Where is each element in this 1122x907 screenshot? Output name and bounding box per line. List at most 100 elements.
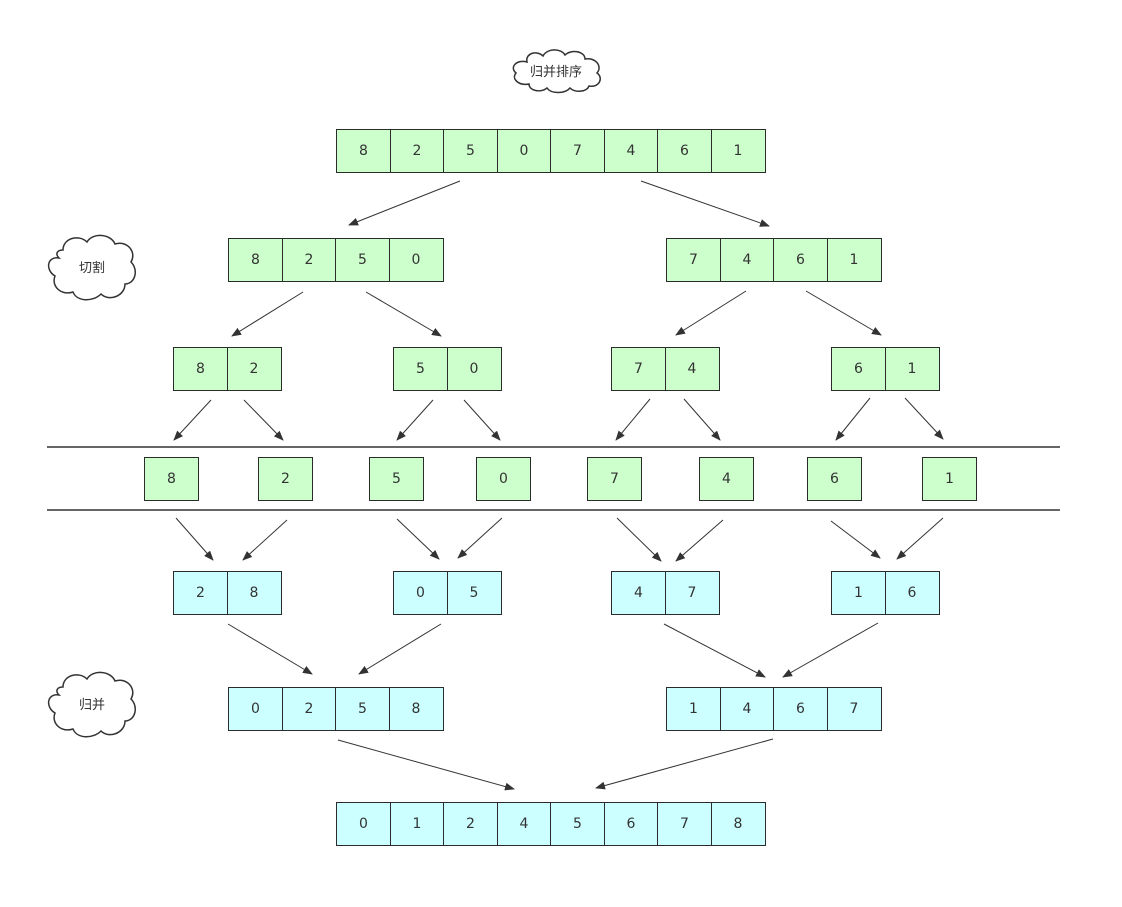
array-cell: 0 <box>446 347 502 391</box>
array-cell: 0 <box>393 571 448 615</box>
arrow-7 <box>243 399 284 441</box>
array-cell: 4 <box>496 802 552 846</box>
split-array-l3-g4: 7 <box>587 457 642 501</box>
array-cell: 5 <box>550 802 605 846</box>
array-cell: 7 <box>657 802 712 846</box>
array-cell: 1 <box>389 802 445 846</box>
arrow-17 <box>457 517 503 559</box>
array-cell: 2 <box>258 457 313 501</box>
title-label: 归并排序 <box>529 64 582 80</box>
array-cell: 4 <box>611 571 666 615</box>
array-cell: 5 <box>369 457 424 501</box>
array-cell: 2 <box>281 687 337 731</box>
arrow-3 <box>365 291 442 337</box>
merge-label: 归并 <box>78 697 105 713</box>
array-cell: 2 <box>226 347 282 391</box>
array-cell: 0 <box>388 238 444 282</box>
split-label: 切割 <box>78 260 105 276</box>
cloud-shape-icon <box>47 671 136 738</box>
array-cell: 6 <box>773 687 828 731</box>
array-cell: 7 <box>550 129 605 173</box>
arrow-19 <box>675 519 724 562</box>
arrow-24 <box>663 623 766 678</box>
array-cell: 2 <box>443 802 498 846</box>
array-cell: 1 <box>710 129 766 173</box>
arrow-1 <box>640 180 770 227</box>
title-cloud: 归并排序 <box>507 46 605 94</box>
arrow-5 <box>805 290 882 336</box>
arrow-16 <box>396 518 440 560</box>
arrow-11 <box>683 398 721 441</box>
arrow-26 <box>337 739 515 791</box>
arrow-13 <box>904 397 944 440</box>
array-cell: 8 <box>144 457 199 501</box>
array-cell: 6 <box>657 129 712 173</box>
array-cell: 5 <box>335 687 390 731</box>
split-array-l3-g3: 0 <box>476 457 531 501</box>
array-cell: 7 <box>826 687 882 731</box>
array-cell: 6 <box>831 347 886 391</box>
arrow-12 <box>835 397 871 441</box>
array-cell: 0 <box>228 687 283 731</box>
array-cell: 5 <box>335 238 390 282</box>
arrow-21 <box>896 517 944 560</box>
array-cell: 6 <box>884 571 940 615</box>
array-cell: 7 <box>587 457 642 501</box>
array-cell: 8 <box>226 571 282 615</box>
cloud-shape-icon <box>47 234 136 301</box>
array-cell: 2 <box>173 571 228 615</box>
array-cell: 4 <box>603 129 659 173</box>
arrow-22 <box>227 623 313 675</box>
array-cell: 8 <box>228 238 283 282</box>
array-cell: 4 <box>719 238 775 282</box>
array-cell: 8 <box>173 347 228 391</box>
array-cell: 2 <box>281 238 337 282</box>
arrow-18 <box>616 517 662 562</box>
arrow-15 <box>242 519 288 561</box>
array-cell: 1 <box>826 238 882 282</box>
array-cell: 0 <box>476 457 531 501</box>
array-cell: 5 <box>393 347 448 391</box>
arrow-8 <box>396 399 434 441</box>
split-array-l3-g6: 6 <box>807 457 862 501</box>
array-cell: 7 <box>664 571 720 615</box>
array-cell: 4 <box>699 457 754 501</box>
arrow-4 <box>675 290 747 336</box>
array-cell: 1 <box>884 347 940 391</box>
arrow-25 <box>782 622 879 678</box>
split-cloud: 切割 <box>45 230 139 302</box>
array-cell: 5 <box>446 571 502 615</box>
array-cell: 7 <box>611 347 666 391</box>
arrow-0 <box>348 180 461 226</box>
array-cell: 1 <box>666 687 721 731</box>
array-cell: 4 <box>719 687 775 731</box>
array-cell: 1 <box>831 571 886 615</box>
array-cell: 8 <box>336 129 391 173</box>
arrow-9 <box>463 399 501 441</box>
merge-cloud: 归并 <box>45 667 139 739</box>
split-array-l3-g1: 2 <box>258 457 313 501</box>
array-cell: 1 <box>922 457 977 501</box>
cloud-shape-icon <box>512 49 601 94</box>
arrow-27 <box>595 738 774 790</box>
array-cell: 2 <box>389 129 445 173</box>
split-array-l3-g7: 1 <box>922 457 977 501</box>
array-cell: 6 <box>807 457 862 501</box>
arrow-6 <box>173 399 212 441</box>
